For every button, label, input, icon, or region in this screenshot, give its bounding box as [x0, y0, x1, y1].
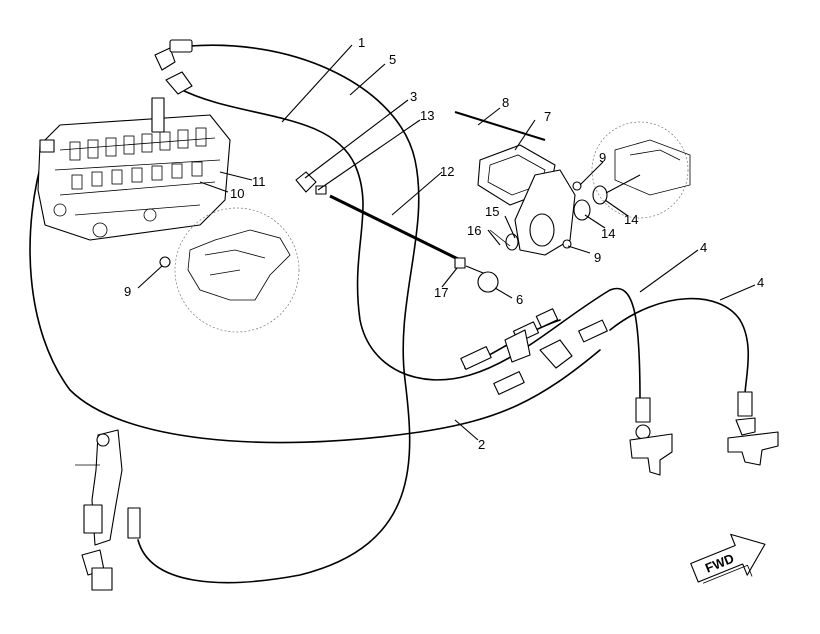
callout-15: 15 [485, 204, 499, 219]
fwd-arrow: FWD [690, 533, 766, 584]
callout-14-right: 14 [624, 212, 638, 227]
cable-5 [177, 87, 641, 401]
ghost-detail-left [159, 207, 300, 333]
callout-8: 8 [502, 95, 509, 110]
callout-9-right: 9 [599, 150, 606, 165]
lever-bracket [75, 429, 141, 591]
ghost-detail-right [591, 121, 691, 219]
leader-lines [137, 44, 756, 441]
callout-10: 10 [230, 186, 244, 201]
callout-4-right: 4 [757, 275, 764, 290]
callout-12: 12 [440, 164, 454, 179]
callout-2: 2 [478, 437, 485, 452]
callout-3: 3 [410, 89, 417, 104]
callout-13: 13 [420, 108, 434, 123]
callout-7: 7 [544, 109, 551, 124]
callout-4-left: 4 [700, 240, 707, 255]
callout-16: 16 [467, 223, 481, 238]
callout-11: 11 [252, 174, 266, 189]
cable-outer-left [29, 149, 601, 444]
cable-4 [609, 297, 750, 396]
rod-assembly [295, 171, 499, 293]
callout-1: 1 [358, 35, 365, 50]
cable-1 [137, 44, 420, 584]
cable-clamps [460, 308, 608, 395]
callout-6: 6 [516, 292, 523, 307]
callout-5: 5 [389, 52, 396, 67]
callout-labels: 1 2 3 4 4 5 6 7 8 9 9 9 10 11 12 13 14 1… [124, 35, 764, 452]
callout-17: 17 [434, 285, 448, 300]
cables [29, 44, 750, 584]
fwd-arrow-icon [690, 533, 766, 583]
control-valve [37, 39, 231, 241]
end-brackets [629, 391, 779, 476]
callout-9-left: 9 [124, 284, 131, 299]
callout-14-left: 14 [601, 226, 615, 241]
callout-9-center: 9 [594, 250, 601, 265]
